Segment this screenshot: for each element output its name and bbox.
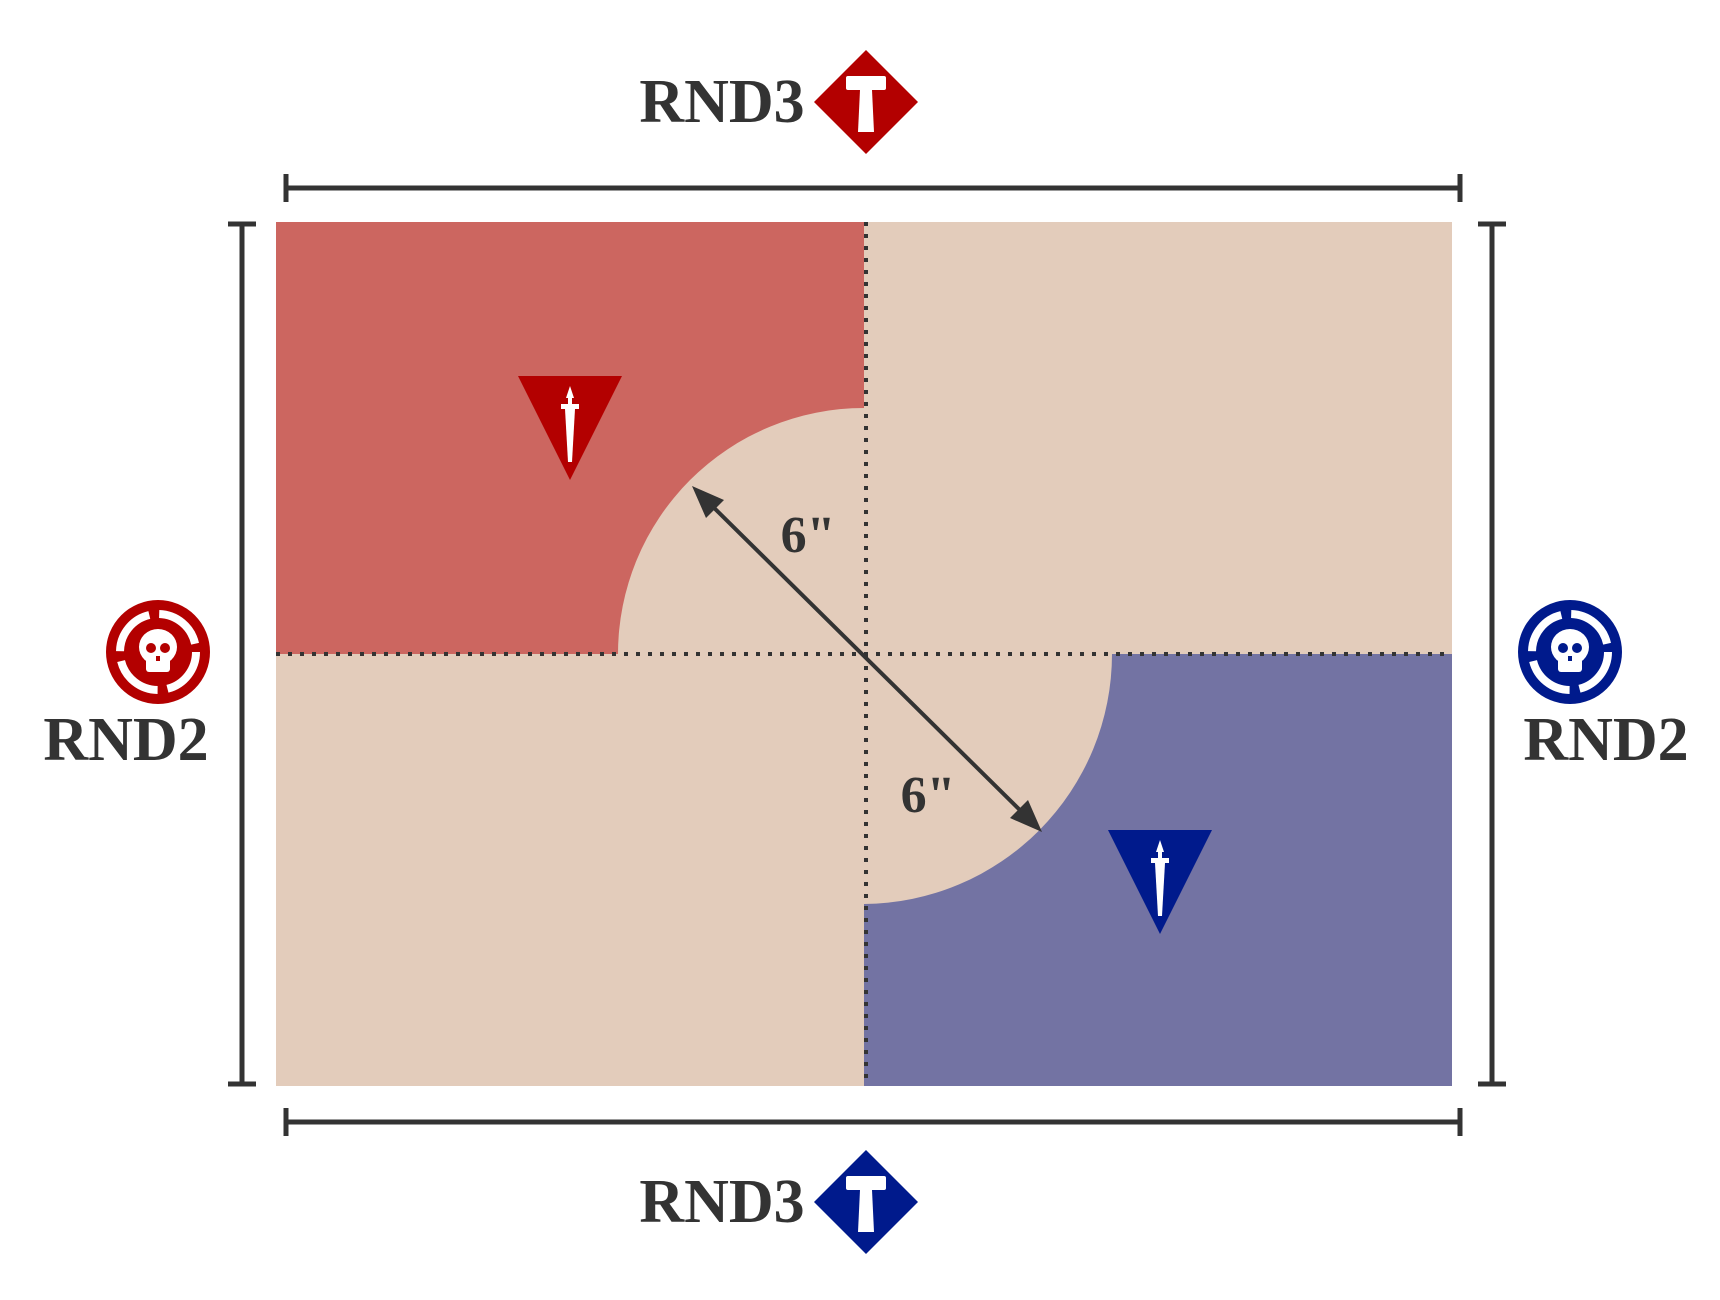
hammer-icon bbox=[846, 76, 886, 132]
dagger-icon bbox=[561, 386, 579, 462]
bottom-edge-bracket bbox=[283, 1108, 1463, 1136]
arrowhead-upper bbox=[692, 486, 724, 518]
distance-label-upper: 6" bbox=[781, 507, 836, 564]
distance-label-lower: 6" bbox=[901, 767, 956, 824]
blue-deploy-marker bbox=[1108, 830, 1212, 934]
dagger-icon bbox=[1151, 840, 1169, 916]
right-edge-bracket bbox=[1478, 221, 1506, 1087]
distance-arrow bbox=[695, 489, 1039, 829]
rnd3-label-top: RND3 bbox=[639, 68, 804, 136]
red-objective-marker bbox=[814, 50, 918, 154]
blue-objective-marker bbox=[814, 1150, 918, 1254]
skull-icon bbox=[139, 629, 177, 672]
red-reinforcement-marker bbox=[106, 600, 210, 704]
top-edge-bracket bbox=[283, 174, 1463, 202]
blue-reinforcement-marker bbox=[1518, 600, 1622, 704]
rnd2-label-left: RND2 bbox=[43, 706, 208, 774]
left-edge-bracket bbox=[228, 221, 256, 1087]
hammer-icon bbox=[846, 1176, 886, 1232]
rnd3-label-bottom: RND3 bbox=[639, 1168, 804, 1236]
skull-icon bbox=[1551, 629, 1589, 672]
rnd2-label-right: RND2 bbox=[1523, 706, 1688, 774]
arrowhead-lower bbox=[1010, 800, 1042, 832]
red-deploy-marker bbox=[518, 376, 622, 480]
